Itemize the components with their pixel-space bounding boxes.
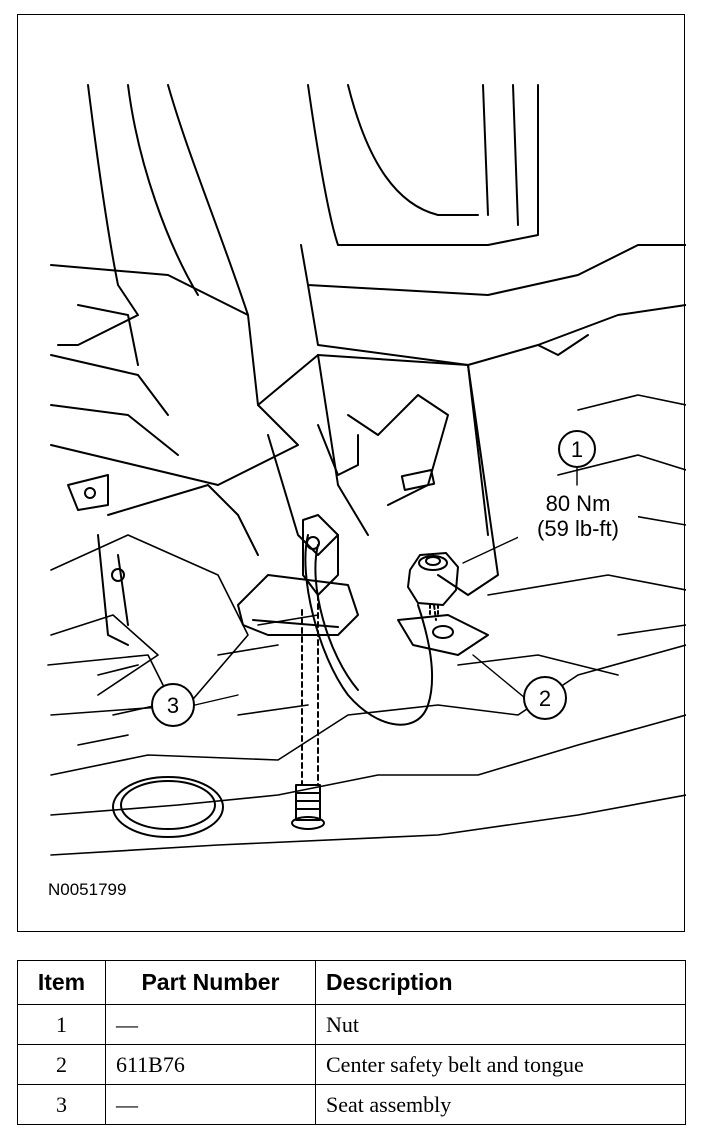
- parts-table: Item Part Number Description 1 — Nut 2 6…: [17, 960, 686, 1125]
- belt-anchor: [237, 514, 489, 726]
- callout-3: 3: [151, 683, 195, 727]
- table-row: 1 — Nut: [17, 1004, 686, 1045]
- callout-2-number: 2: [539, 686, 551, 711]
- torque-spec: 80 Nm (59 lb-ft): [518, 491, 638, 541]
- table-row: 3 — Seat assembly: [17, 1084, 686, 1125]
- header-description: Description: [315, 960, 686, 1005]
- row-item: 2: [17, 1044, 106, 1085]
- torque-imperial: (59 lb-ft): [537, 516, 619, 541]
- seat-belt-line-drawing: 1 2 3: [47, 84, 686, 856]
- row-description: Nut: [315, 1004, 686, 1045]
- row-part-number: 611B76: [105, 1044, 316, 1085]
- header-part-number: Part Number: [105, 960, 316, 1005]
- floor-hole: [112, 776, 224, 838]
- callout-3-number: 3: [167, 693, 179, 718]
- leader-lines: [194, 466, 578, 706]
- row-item: 1: [17, 1004, 106, 1045]
- row-part-number: —: [105, 1084, 316, 1125]
- diagram-figure: 1 2 3 80 Nm (59 lb-ft) N0051799: [17, 14, 686, 932]
- table-row: 2 611B76 Center safety belt and tongue: [17, 1044, 686, 1085]
- row-item: 3: [17, 1084, 106, 1125]
- callout-2: 2: [523, 676, 567, 720]
- seat-cushion: [50, 84, 299, 486]
- callout-1-number: 1: [571, 437, 583, 462]
- callout-1: 1: [558, 430, 596, 468]
- seat-frame: [300, 84, 686, 366]
- torque-metric: 80 Nm: [545, 491, 611, 516]
- nut: [407, 552, 459, 621]
- header-item: Item: [17, 960, 106, 1005]
- seat-riser: [67, 354, 499, 646]
- table-header-row: Item Part Number Description: [17, 960, 686, 1005]
- floor-pan: [47, 394, 686, 856]
- row-description: Center safety belt and tongue: [315, 1044, 686, 1085]
- row-description: Seat assembly: [315, 1084, 686, 1125]
- row-part-number: —: [105, 1004, 316, 1045]
- figure-id: N0051799: [48, 880, 127, 899]
- seat-bolt: [291, 594, 325, 830]
